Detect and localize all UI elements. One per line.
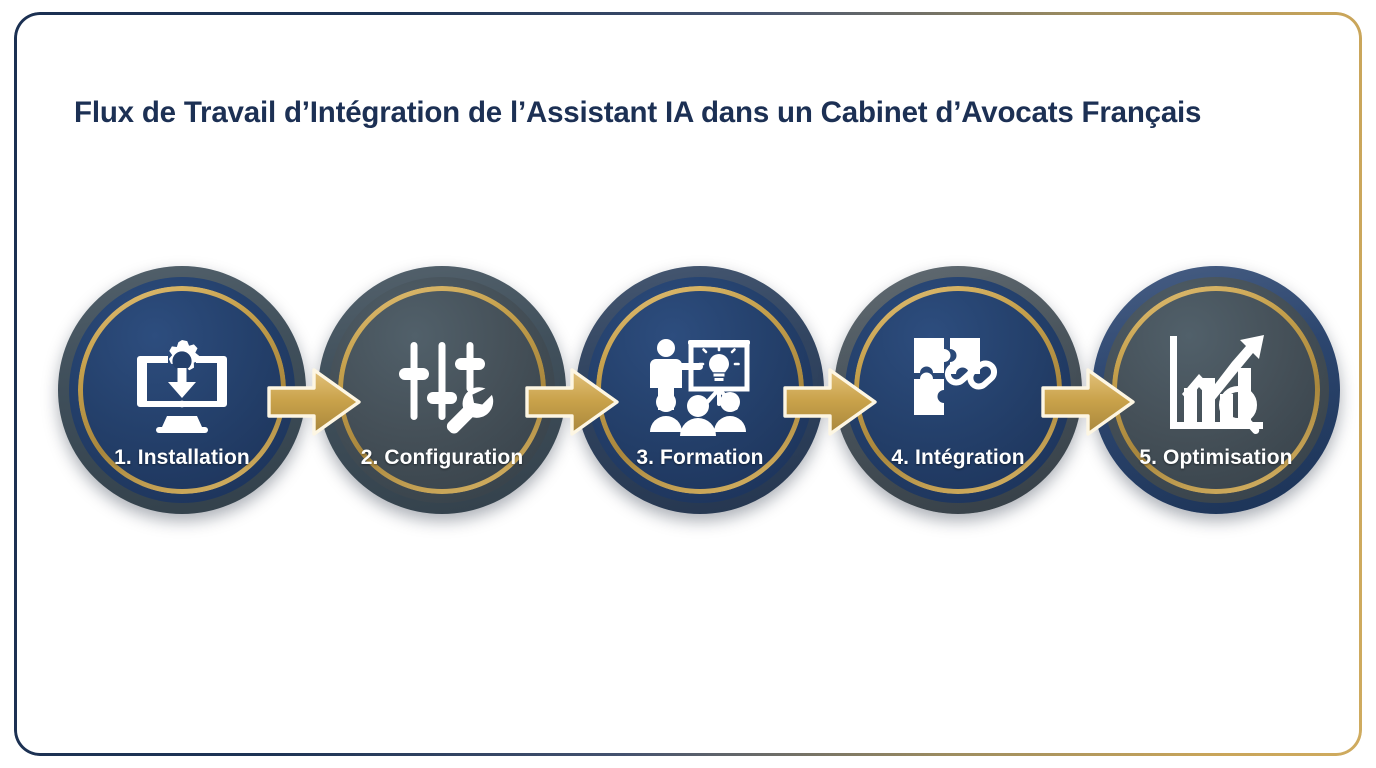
step-node-4[interactable]: 4. Intégration bbox=[834, 266, 1082, 514]
step-node-2[interactable]: 2. Configuration bbox=[318, 266, 566, 514]
trainer-whiteboard-audience-icon bbox=[644, 332, 756, 436]
sliders-wrench-icon bbox=[386, 332, 498, 436]
step-3-label: 3. Formation bbox=[636, 446, 764, 469]
arrow-4-to-5 bbox=[1040, 365, 1136, 439]
step-node-3[interactable]: 3. Formation bbox=[576, 266, 824, 514]
step-node-1[interactable]: 1. Installation bbox=[58, 266, 306, 514]
step-2-label: 2. Configuration bbox=[360, 446, 524, 469]
step-1-label: 1. Installation bbox=[114, 446, 250, 469]
growth-chart-magnifier-icon bbox=[1160, 332, 1272, 436]
workflow-steps-row: 1. Installation bbox=[0, 258, 1376, 538]
step-5-label: 5. Optimisation bbox=[1139, 446, 1293, 469]
step-node-5[interactable]: 5. Optimisation bbox=[1092, 266, 1340, 514]
step-4-label: 4. Intégration bbox=[891, 446, 1025, 469]
arrow-2-to-3 bbox=[524, 365, 620, 439]
monitor-gear-download-icon bbox=[126, 332, 238, 436]
puzzle-chain-link-icon bbox=[902, 332, 1014, 436]
arrow-3-to-4 bbox=[782, 365, 878, 439]
page-title: Flux de Travail d’Intégration de l’Assis… bbox=[74, 96, 1202, 129]
arrow-1-to-2 bbox=[266, 365, 362, 439]
